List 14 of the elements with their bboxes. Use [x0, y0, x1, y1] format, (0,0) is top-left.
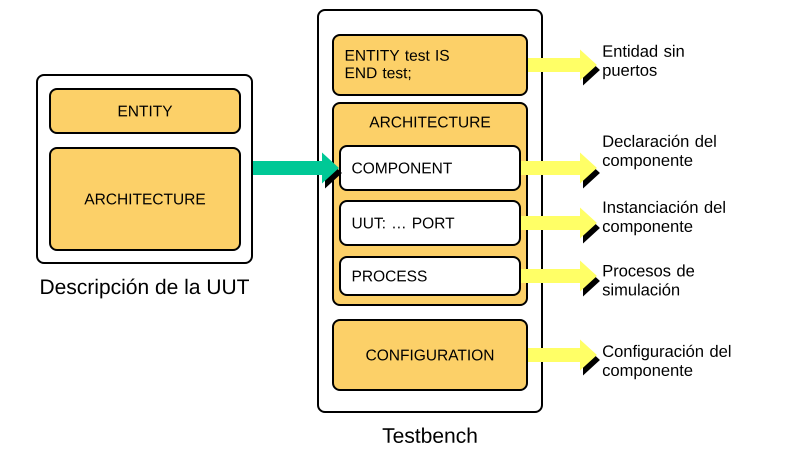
- code-box: ENTITY: [49, 88, 241, 134]
- note-text: Instanciación del componente: [602, 200, 725, 236]
- code-box: COMPONENT: [339, 145, 521, 191]
- note-text: Procesos de simulación: [602, 264, 694, 296]
- code-box: ENTITY test IS END test;: [332, 34, 528, 96]
- note-text: Declaración del componente: [602, 134, 716, 170]
- note-text: Entidad sin puertos: [603, 44, 684, 80]
- code-box: PROCESS: [339, 256, 521, 296]
- code-box: UUT: … PORT: [339, 200, 521, 246]
- node-label: Descripción de la UUT: [41, 278, 249, 298]
- node-label: Testbench: [382, 428, 477, 443]
- code-box: CONFIGURATION: [332, 318, 528, 391]
- note-text: Configuración del componente: [602, 344, 730, 380]
- code-box: ARCHITECTURE: [49, 147, 241, 251]
